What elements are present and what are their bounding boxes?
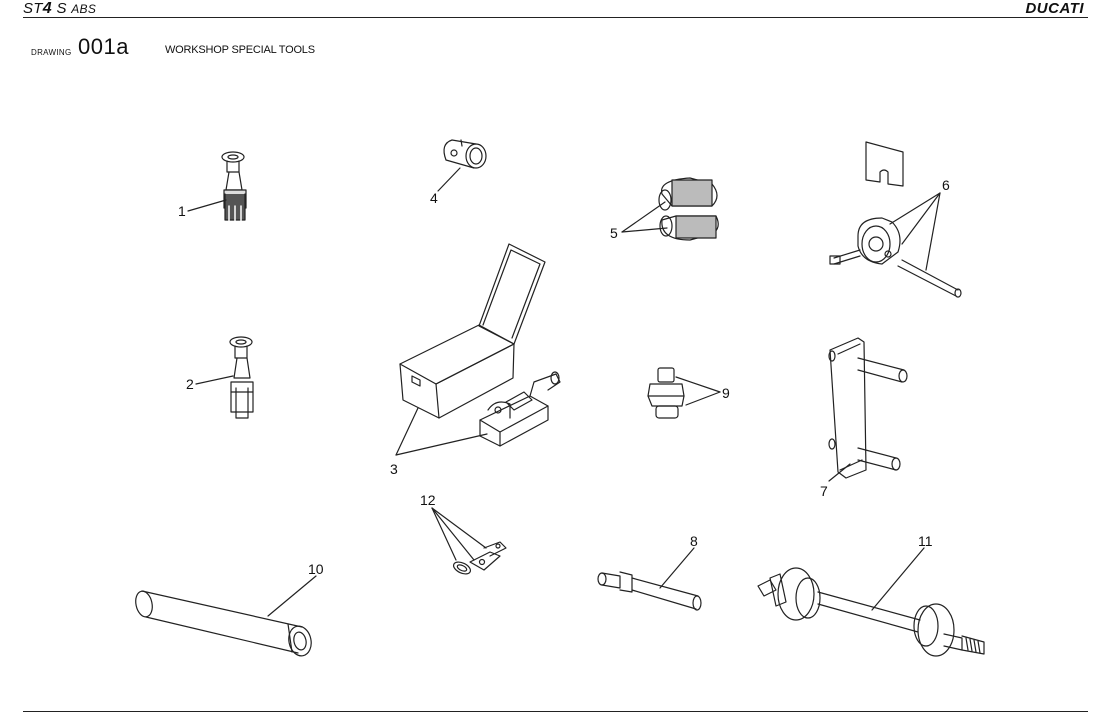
callout-3: 3 (390, 461, 398, 477)
callout-7: 7 (820, 483, 828, 499)
tool-11-drawing (757, 567, 985, 657)
brand-logo: DUCATI (1025, 0, 1084, 17)
callout-11: 11 (918, 533, 933, 549)
leader-9b (685, 391, 721, 406)
callout-12: 12 (420, 492, 436, 508)
model-prefix: ST (23, 0, 43, 17)
drawing-title: WORKSHOP SPECIAL TOOLS (165, 44, 315, 56)
leader-2 (195, 375, 234, 385)
tool-8-drawing (597, 571, 702, 611)
callout-5: 5 (610, 225, 618, 241)
callout-10: 10 (308, 561, 324, 577)
drawing-number: 001a (78, 34, 129, 59)
tool-7-drawing (828, 337, 908, 479)
leader-12c (431, 507, 487, 549)
tool-5-drawing (658, 177, 719, 241)
leader-6c (925, 192, 941, 271)
leader-12b (431, 507, 475, 561)
top-rule (23, 17, 1088, 18)
callout-8: 8 (690, 533, 698, 549)
tool-9-drawing (647, 367, 685, 419)
leader-6a (889, 192, 941, 225)
tool-10-drawing (135, 590, 312, 657)
leader-3a (395, 407, 419, 456)
tool-4-drawing (443, 139, 487, 169)
callout-4: 4 (430, 190, 438, 206)
callout-2: 2 (186, 376, 194, 392)
tool-1-drawing (221, 151, 247, 227)
leader-5a (621, 201, 666, 233)
callout-9: 9 (722, 385, 730, 401)
leader-11 (871, 547, 925, 611)
leader-4 (437, 167, 461, 192)
leader-5b (621, 227, 668, 233)
leader-6b (901, 192, 941, 245)
callout-6: 6 (942, 177, 950, 193)
callout-1: 1 (178, 203, 186, 219)
model-suffix: S (56, 0, 67, 17)
leader-1 (187, 199, 227, 212)
leader-9a (675, 376, 721, 393)
tool-6-drawing (829, 141, 962, 298)
model-name: ST4 S ABS (23, 0, 96, 18)
tool-3-drawing (399, 243, 561, 447)
leader-7 (828, 463, 851, 482)
tool-2-drawing (229, 336, 254, 419)
leader-3b (395, 433, 488, 456)
leader-10 (267, 575, 317, 617)
leader-12a (431, 507, 457, 561)
leader-8 (659, 547, 695, 589)
model-small: ABS (71, 2, 97, 16)
bottom-rule (23, 711, 1088, 712)
tool-12-drawing (452, 541, 507, 575)
model-number: 4 (42, 0, 52, 17)
drawing-label: DRAWING (31, 48, 72, 57)
